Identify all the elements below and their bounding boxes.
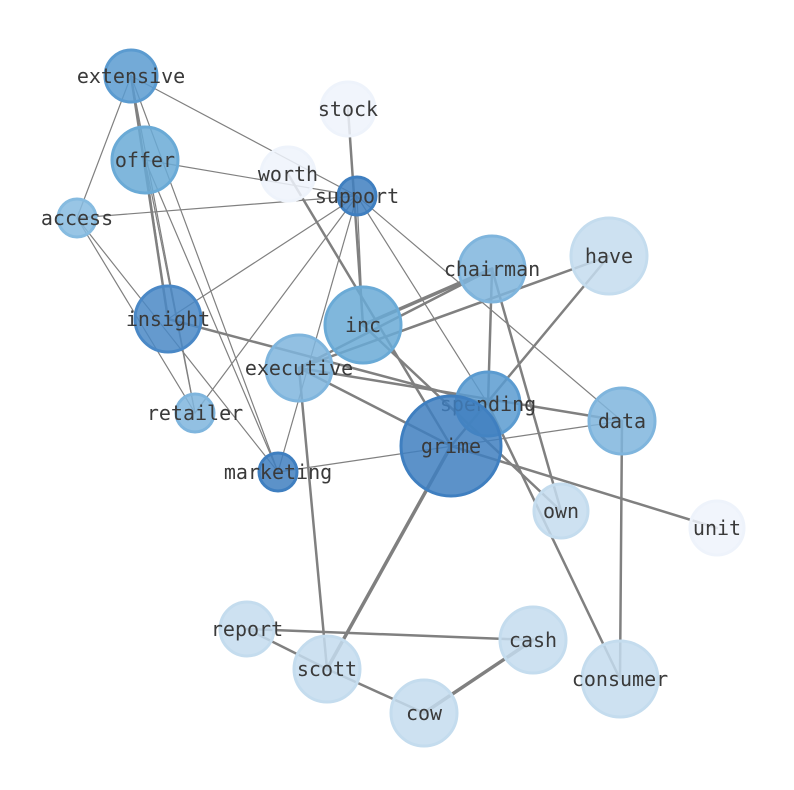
node-insight: insight	[126, 284, 210, 354]
node-circle-cow	[389, 678, 459, 748]
node-circle-offer	[110, 125, 180, 195]
edge-report-cash	[245, 627, 535, 642]
node-report: report	[211, 600, 283, 658]
node-label-marketing: marketing	[224, 460, 332, 484]
node-circle-cash	[498, 605, 568, 675]
node-label-chairman: chairman	[444, 257, 540, 281]
node-retailer: retailer	[147, 392, 243, 434]
node-circle-unit	[688, 499, 746, 557]
node-label-cow: cow	[406, 701, 443, 725]
node-label-access: access	[41, 206, 113, 230]
node-label-grime: grime	[421, 434, 481, 458]
edge-access-support	[76, 195, 358, 219]
node-cash: cash	[498, 605, 568, 675]
edge-offer-marketing	[144, 159, 279, 473]
edge-extensive-support	[130, 75, 358, 197]
node-grime: grime	[399, 394, 503, 498]
node-data: data	[587, 386, 657, 456]
node-extensive: extensive	[77, 48, 185, 104]
node-label-cash: cash	[509, 628, 557, 652]
node-circle-stock	[319, 80, 377, 138]
node-circle-grime	[399, 394, 503, 498]
node-circle-inc	[323, 285, 403, 365]
edge-data-consumer	[618, 419, 624, 681]
node-circle-extensive	[103, 48, 159, 104]
node-cow: cow	[389, 678, 459, 748]
node-circle-consumer	[580, 639, 660, 719]
node-label-report: report	[211, 617, 283, 641]
node-scott: scott	[292, 634, 362, 704]
node-executive: executive	[245, 333, 353, 403]
node-access: access	[41, 197, 113, 239]
node-label-inc: inc	[345, 313, 381, 337]
edge-chairman-own	[490, 267, 563, 513]
node-circle-data	[587, 386, 657, 456]
node-label-extensive: extensive	[77, 64, 185, 88]
node-offer: offer	[110, 125, 180, 195]
node-inc: inc	[323, 285, 403, 365]
node-circle-retailer	[174, 392, 216, 434]
edge-support-marketing	[277, 195, 358, 473]
node-support: support	[315, 175, 399, 217]
node-circle-chairman	[457, 234, 527, 304]
node-label-data: data	[598, 409, 646, 433]
node-label-have: have	[585, 244, 633, 268]
node-label-executive: executive	[245, 356, 353, 380]
node-stock: stock	[318, 80, 378, 138]
node-circle-report	[218, 600, 276, 658]
node-circle-own	[532, 482, 590, 540]
node-marketing: marketing	[224, 451, 332, 493]
node-circle-have	[569, 216, 649, 296]
node-label-unit: unit	[693, 516, 741, 540]
edge-support-data	[356, 195, 623, 422]
node-label-own: own	[543, 499, 579, 523]
node-circle-worth	[259, 145, 317, 203]
node-label-consumer: consumer	[572, 667, 668, 691]
edge-offer-support	[144, 159, 358, 197]
node-label-support: support	[315, 184, 399, 208]
edge-support-insight	[167, 195, 358, 320]
edge-spending-consumer	[486, 402, 622, 681]
node-label-stock: stock	[318, 97, 378, 121]
node-unit: unit	[688, 499, 746, 557]
node-chairman: chairman	[444, 234, 540, 304]
node-have: have	[569, 216, 649, 296]
node-own: own	[532, 482, 590, 540]
node-worth: worth	[258, 145, 318, 203]
node-circle-support	[336, 175, 378, 217]
node-circle-executive	[264, 333, 334, 403]
node-label-scott: scott	[297, 657, 357, 681]
node-label-insight: insight	[126, 307, 210, 331]
node-circle-access	[56, 197, 98, 239]
node-consumer: consumer	[572, 639, 668, 719]
node-circle-insight	[133, 284, 203, 354]
node-circle-marketing	[257, 451, 299, 493]
edge-support-retailer	[194, 195, 358, 414]
node-label-worth: worth	[258, 162, 318, 186]
node-label-offer: offer	[115, 148, 175, 172]
node-label-retailer: retailer	[147, 401, 243, 425]
edge-executive-scott	[297, 366, 329, 671]
node-circle-scott	[292, 634, 362, 704]
